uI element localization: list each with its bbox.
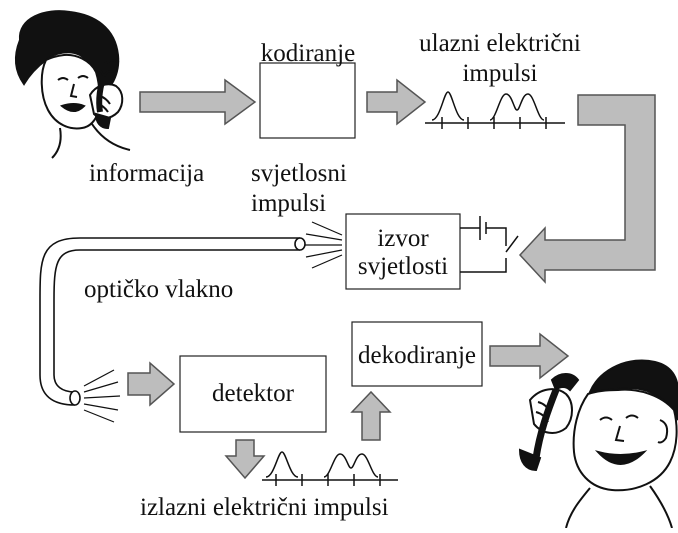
encoding-label: kodiranje xyxy=(260,40,356,67)
arrow-to-detector xyxy=(127,361,176,407)
woman-on-telephone-icon xyxy=(14,10,131,159)
output-pulses-waveform xyxy=(262,451,398,486)
light-source-label-line2: svjetlosti xyxy=(357,253,449,280)
light-source-box xyxy=(345,213,461,290)
arrow-to-encoding xyxy=(139,78,257,126)
decoding-label: dekodiranje xyxy=(357,342,476,369)
arrow-to-output-pulses xyxy=(224,439,266,480)
arrow-to-input-pulses xyxy=(366,78,427,126)
arrow-to-decoding xyxy=(350,390,392,441)
fiber-output-rays xyxy=(83,369,121,423)
man-on-telephone-icon xyxy=(518,359,678,529)
input-pulses-label-line1: ulazni električni xyxy=(419,30,581,57)
arrow-to-light-source xyxy=(518,94,656,284)
light-source-label-line1: izvor xyxy=(377,225,429,252)
battery-circuit xyxy=(460,216,519,273)
detector-label: detektor xyxy=(212,380,294,407)
optical-fiber-label: optičko vlakno xyxy=(84,276,234,303)
source-light-rays xyxy=(304,221,343,269)
decoding-box xyxy=(351,321,483,387)
optical-fiber xyxy=(39,237,306,406)
output-pulses-label: izlazni električni impulsi xyxy=(140,494,389,521)
light-pulses-label-line2: impulsi xyxy=(251,190,327,217)
light-pulses-label-line1: svjetlosni xyxy=(251,160,347,187)
detector-box xyxy=(179,355,327,433)
input-pulses-waveform xyxy=(425,91,565,129)
encoding-box xyxy=(259,62,356,139)
input-pulses-label-line2: impulsi xyxy=(462,60,538,87)
arrow-to-receiver xyxy=(489,332,570,380)
information-label: informacija xyxy=(89,160,205,187)
